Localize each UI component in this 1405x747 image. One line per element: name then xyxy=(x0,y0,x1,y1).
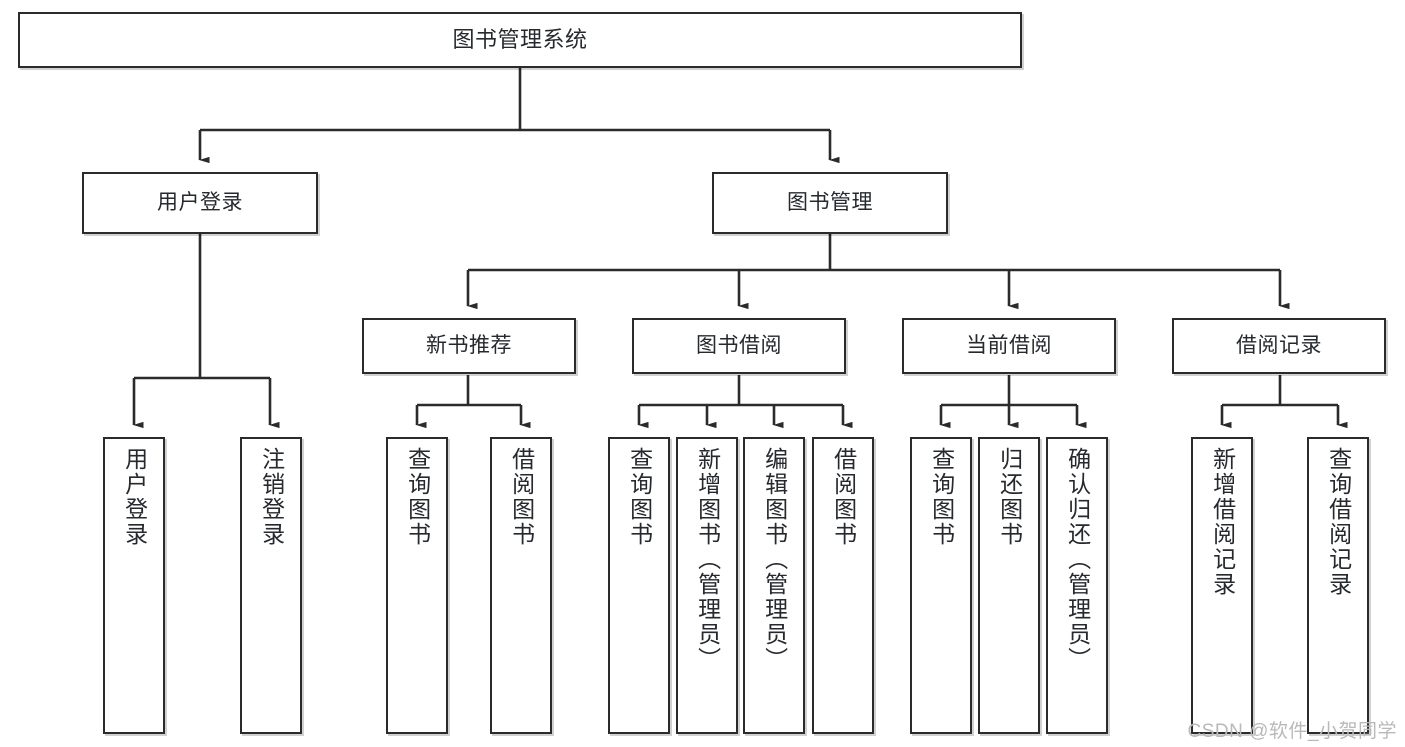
node-book-management[interactable]: 图书管理 xyxy=(712,172,948,234)
leaf-new-book-borrow[interactable]: 借阅图书 xyxy=(490,437,552,734)
leaf-book-borrow-query[interactable]: 查询图书 xyxy=(608,437,670,734)
leaf-label: 借阅图书 xyxy=(508,447,535,547)
node-book-borrow[interactable]: 图书借阅 xyxy=(632,318,846,374)
leaf-label: 借阅图书 xyxy=(830,447,857,547)
node-borrow-record[interactable]: 借阅记录 xyxy=(1172,318,1386,374)
node-current-borrow-label: 当前借阅 xyxy=(966,334,1052,358)
leaf-new-book-query[interactable]: 查询图书 xyxy=(386,437,448,734)
leaf-label: 确认归还（管理员） xyxy=(1064,447,1091,672)
node-root-label: 图书管理系统 xyxy=(452,26,588,52)
node-root[interactable]: 图书管理系统 xyxy=(18,12,1022,68)
node-book-management-label: 图书管理 xyxy=(787,191,873,215)
node-book-borrow-label: 图书借阅 xyxy=(696,334,782,358)
leaf-label: 编辑图书（管理员） xyxy=(761,447,788,672)
leaf-label: 用户登录 xyxy=(121,447,148,547)
leaf-label: 查询图书 xyxy=(404,447,431,547)
leaf-label: 新增借阅记录 xyxy=(1209,447,1236,597)
leaf-current-borrow-query[interactable]: 查询图书 xyxy=(910,437,972,734)
leaf-book-borrow-borrow[interactable]: 借阅图书 xyxy=(812,437,874,734)
leaf-label: 查询图书 xyxy=(626,447,653,547)
node-new-book-recommend-label: 新书推荐 xyxy=(426,334,512,358)
leaf-label: 查询借阅记录 xyxy=(1325,447,1352,597)
leaf-label: 新增图书（管理员） xyxy=(694,447,721,672)
leaf-user-login-logout[interactable]: 注销登录 xyxy=(240,437,302,734)
node-user-login[interactable]: 用户登录 xyxy=(82,172,318,234)
leaf-book-borrow-edit[interactable]: 编辑图书（管理员） xyxy=(743,437,805,734)
leaf-label: 查询图书 xyxy=(928,447,955,547)
leaf-user-login-login[interactable]: 用户登录 xyxy=(103,437,165,734)
node-current-borrow[interactable]: 当前借阅 xyxy=(902,318,1116,374)
csdn-watermark: CSDN @软件_小贺同学 xyxy=(1187,721,1397,742)
leaf-label: 注销登录 xyxy=(258,447,285,547)
node-user-login-label: 用户登录 xyxy=(157,191,243,215)
leaf-label: 归还图书 xyxy=(996,447,1023,547)
leaf-book-borrow-add[interactable]: 新增图书（管理员） xyxy=(676,437,738,734)
leaf-current-borrow-return[interactable]: 归还图书 xyxy=(978,437,1040,734)
node-borrow-record-label: 借阅记录 xyxy=(1236,334,1322,358)
leaf-current-borrow-confirm-return[interactable]: 确认归还（管理员） xyxy=(1046,437,1108,734)
leaf-borrow-record-add[interactable]: 新增借阅记录 xyxy=(1191,437,1253,734)
leaf-borrow-record-query[interactable]: 查询借阅记录 xyxy=(1307,437,1369,734)
node-new-book-recommend[interactable]: 新书推荐 xyxy=(362,318,576,374)
